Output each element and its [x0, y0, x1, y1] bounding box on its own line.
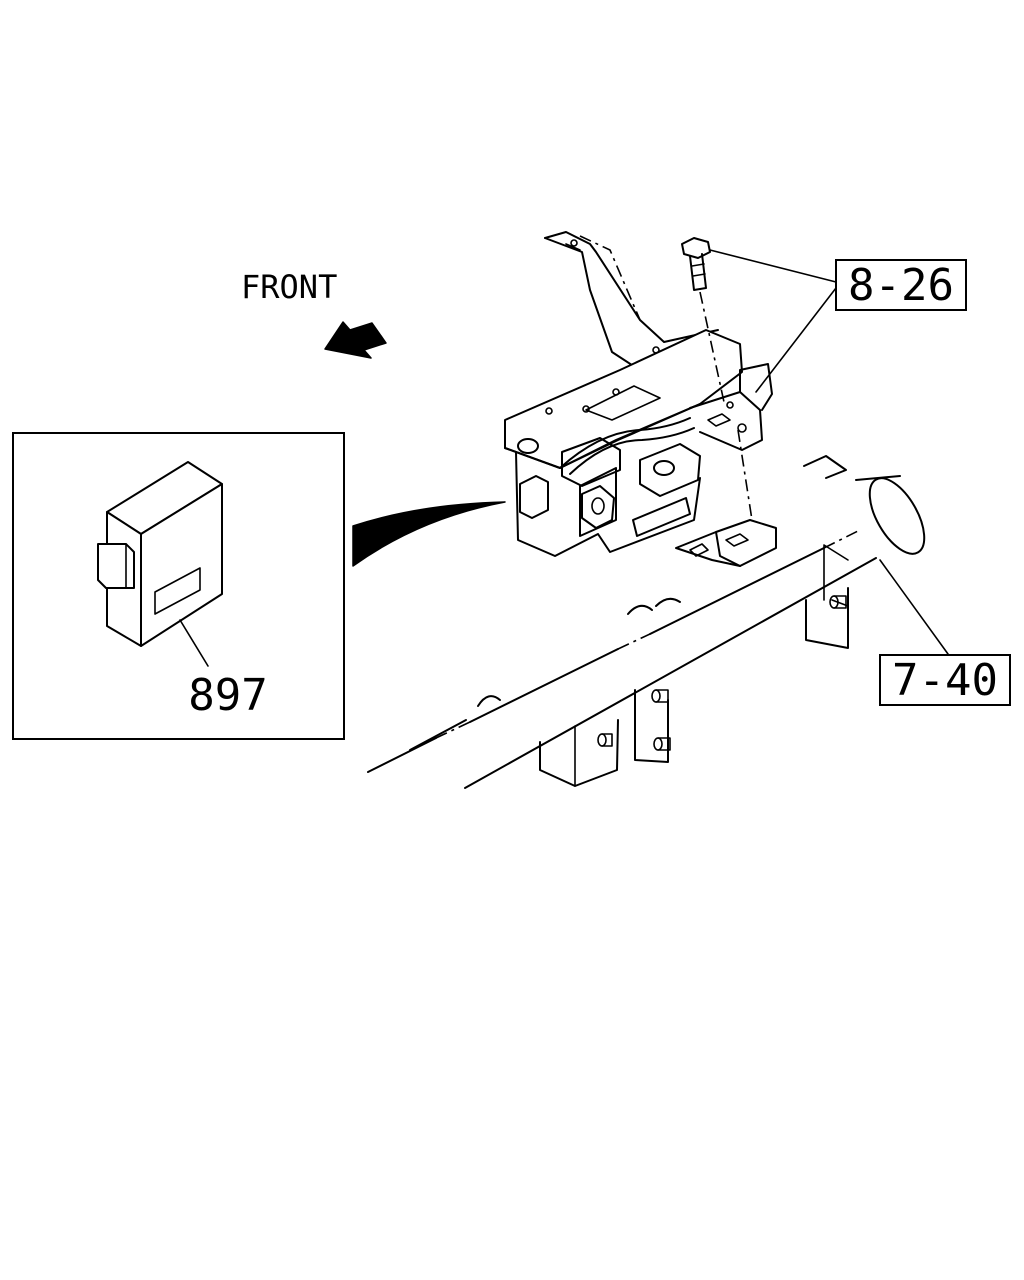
callout-8-26: 8-26 [835, 259, 967, 311]
frame-crossmember [367, 455, 926, 789]
pointer-arrow-icon [352, 501, 506, 567]
callout-7-40: 7-40 [879, 654, 1011, 706]
module-assembly [504, 231, 777, 567]
leader-lines [709, 249, 949, 655]
callout-7-40-label: 7-40 [892, 655, 998, 706]
callout-8-26-label: 8-26 [848, 260, 954, 311]
bolt-8-26 [681, 237, 753, 521]
inset-detail: 897 [12, 432, 345, 740]
front-indicator: FRONT [241, 268, 387, 359]
front-label: FRONT [241, 268, 337, 306]
part-897-label: 897 [188, 670, 267, 721]
front-arrow-icon [324, 321, 387, 359]
